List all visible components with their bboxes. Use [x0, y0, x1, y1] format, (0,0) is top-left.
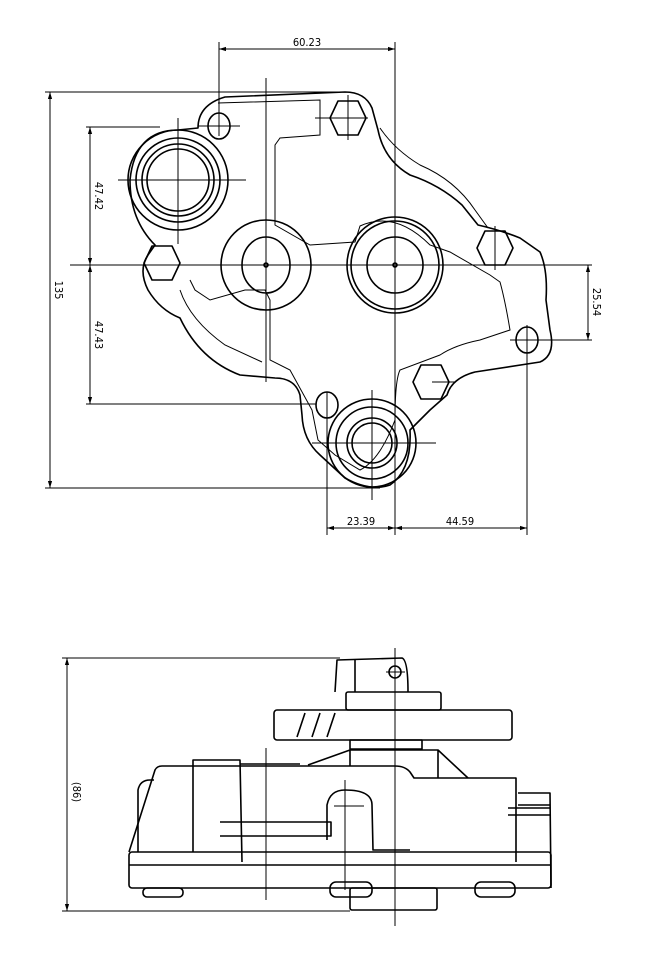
- side-center-lines: [62, 648, 405, 926]
- dim-60-23: 60.23: [293, 36, 321, 49]
- dim-86: (86): [70, 782, 83, 802]
- main-body: [128, 765, 517, 862]
- hex-bolt-icon: [143, 100, 514, 400]
- mid-block: [307, 749, 469, 779]
- top-bracket: [334, 657, 409, 693]
- slot-bar: [220, 821, 332, 837]
- flange-outline: [129, 91, 553, 489]
- inner-rib-left: [179, 289, 263, 363]
- gear: [273, 709, 513, 741]
- hub: [345, 691, 442, 711]
- shaft-stem: [349, 739, 423, 750]
- side-view: (86): [62, 648, 552, 926]
- gear-teeth: [296, 712, 336, 738]
- center-lines: [45, 42, 592, 535]
- arched-window: [326, 789, 410, 851]
- inner-rib-right: [379, 127, 489, 229]
- dim-47-42: 47.42: [92, 182, 105, 210]
- dim-23-39: 23.39: [347, 515, 375, 528]
- bottom-hub: [349, 887, 438, 911]
- dim-135: 135: [52, 281, 65, 300]
- bottom-nuts: [142, 881, 516, 898]
- side-boss: [192, 759, 300, 863]
- dim-47-43: 47.43: [92, 321, 105, 349]
- dim-25-54: 25.54: [590, 288, 603, 316]
- top-view: 60.23 135 47.42 47.43 25.54 23.39 44.59: [45, 36, 603, 535]
- dimension-lines: [47, 46, 591, 531]
- left-lip: [137, 779, 154, 852]
- right-box: [508, 792, 552, 889]
- dim-44-59: 44.59: [446, 515, 474, 528]
